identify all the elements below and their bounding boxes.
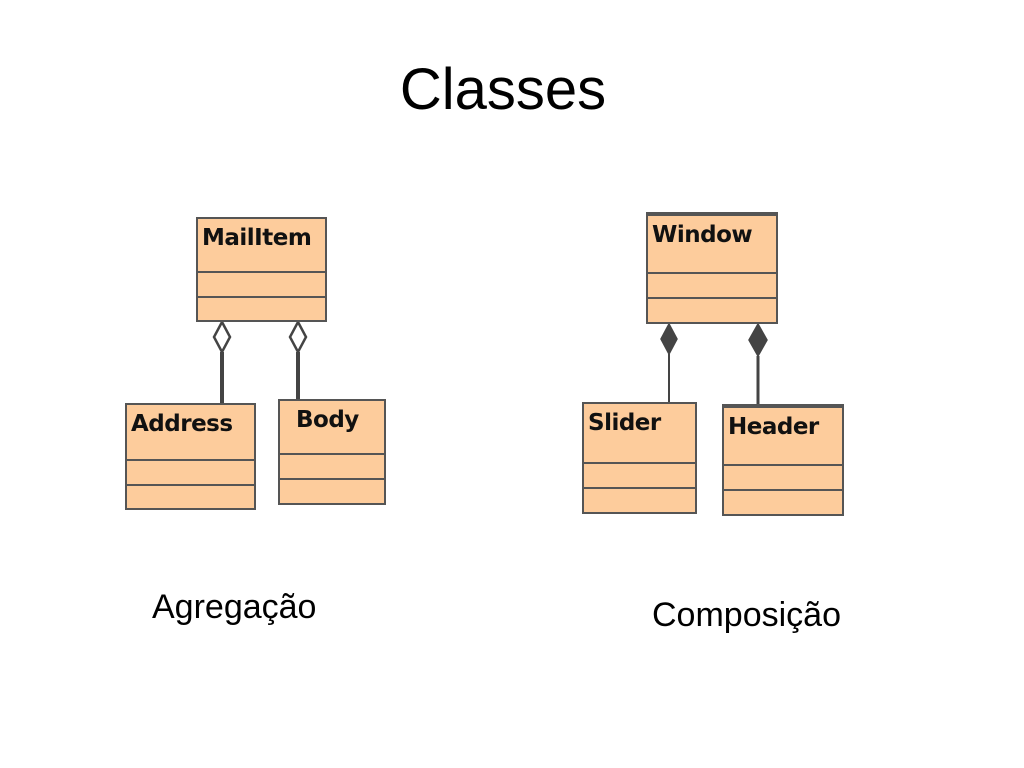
hollow-diamond-icon (288, 319, 308, 355)
class-attributes (127, 461, 254, 486)
class-operations (724, 491, 842, 514)
class-slider: Slider (582, 402, 697, 514)
class-name: MailItem (198, 219, 325, 273)
composition-link-header (748, 322, 768, 405)
hollow-diamond-icon (212, 319, 232, 355)
class-mailitem: MailItem (196, 217, 327, 322)
class-body: Body (278, 399, 386, 505)
composition-caption: Composição (652, 596, 841, 634)
class-operations (280, 480, 384, 503)
class-name: Header (724, 408, 842, 466)
class-header: Header (722, 404, 844, 516)
aggregation-caption: Agregação (152, 588, 317, 626)
class-attributes (198, 273, 325, 298)
composition-link-slider (660, 322, 678, 402)
class-attributes (280, 455, 384, 480)
class-window: Window (646, 212, 778, 324)
class-name: Window (648, 216, 776, 274)
class-operations (127, 486, 254, 509)
filled-diamond-icon (660, 322, 678, 356)
filled-diamond-icon (748, 322, 768, 358)
slide-title: Classes (399, 57, 607, 122)
class-operations (584, 489, 695, 512)
class-attributes (648, 274, 776, 299)
aggregation-link-address (212, 319, 232, 404)
class-name: Slider (584, 404, 695, 464)
class-name: Address (127, 405, 254, 461)
class-operations (198, 298, 325, 321)
class-operations (648, 299, 776, 322)
class-attributes (584, 464, 695, 489)
class-attributes (724, 466, 842, 491)
class-address: Address (125, 403, 256, 510)
class-name: Body (280, 401, 384, 455)
aggregation-link-body (288, 319, 308, 400)
